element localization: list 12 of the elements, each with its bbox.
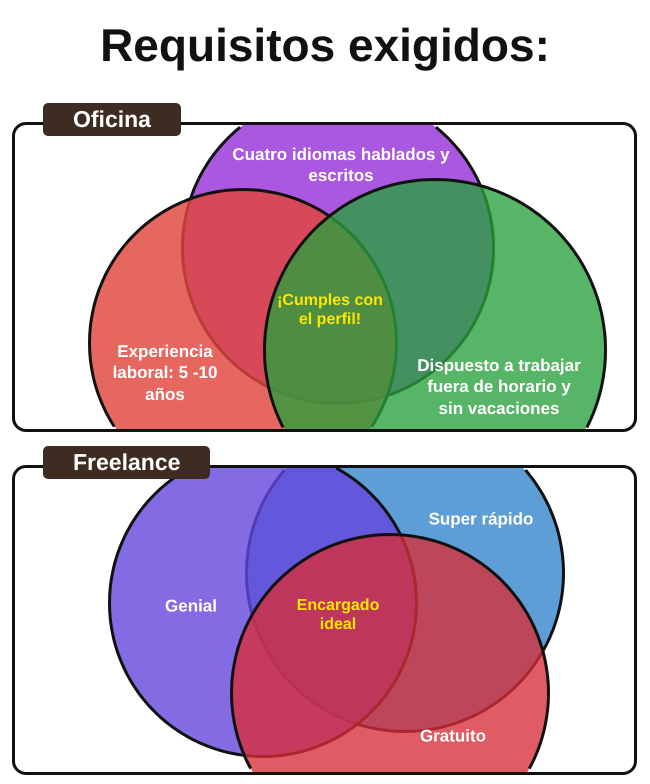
circle-label: Super rápido [428, 508, 534, 530]
circle-label: Cuatro idiomas hablados y escritos [231, 144, 451, 186]
circle-label: Dispuesto a trabajar fuera de horario y sin vacaciones [416, 355, 582, 419]
panel-tab: Oficina [43, 103, 181, 136]
circle-label: Genial [164, 595, 218, 617]
overlap-label: ¡Cumples con el perfil! [276, 290, 384, 330]
venn-circle [230, 533, 550, 772]
overlap-label: Encargado ideal [296, 596, 380, 634]
diagram-title: Requisitos exigidos: [99, 18, 551, 72]
circle-label: Gratuito [418, 725, 488, 747]
circle-label: Experiencia laboral: 5 -10 años [112, 341, 218, 405]
panel-tab: Freelance [43, 446, 210, 479]
